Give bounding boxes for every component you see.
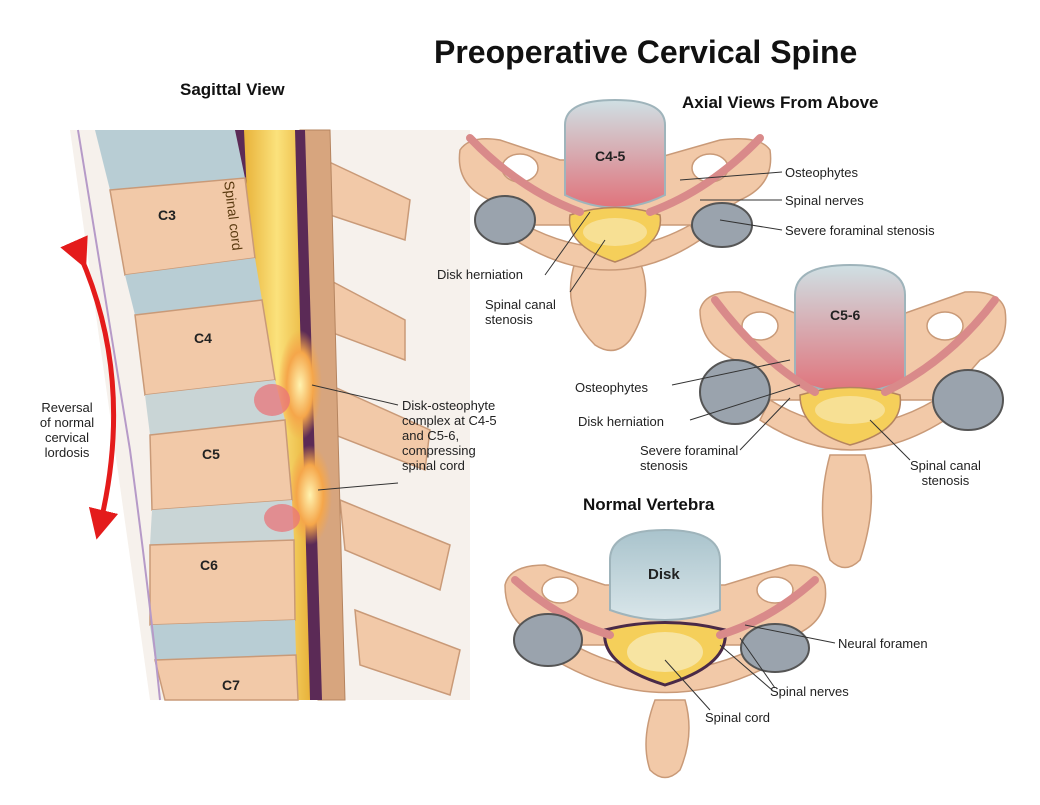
lordosis-line: lordosis [32, 445, 102, 460]
complex-line: complex at C4-5 [402, 413, 497, 428]
complex-line: and C5-6, [402, 428, 497, 443]
c45-herniation-label: Disk herniation [437, 267, 523, 282]
normal-disk-label: Disk [648, 566, 680, 583]
c56-herniation-label: Disk herniation [578, 414, 664, 429]
level-c45: C4-5 [595, 148, 625, 164]
c56-osteophytes-label: Osteophytes [575, 380, 648, 395]
lordosis-line: cervical [32, 430, 102, 445]
c45-spinal-nerves-label: Spinal nerves [785, 193, 864, 208]
complex-note: Disk-osteophyte complex at C4-5 and C5-6… [402, 398, 497, 473]
label-c3: C3 [158, 207, 176, 223]
c56-canal-line: stenosis [910, 473, 981, 488]
sagittal-heading: Sagittal View [180, 80, 285, 100]
complex-line: spinal cord [402, 458, 497, 473]
c56-canal-label: Spinal canal stenosis [910, 458, 981, 488]
c56-spinous-process [823, 455, 872, 568]
page-title: Preoperative Cervical Spine [434, 34, 857, 71]
c45-osteophytes-label: Osteophytes [785, 165, 858, 180]
c45-foraminal-label: Severe foraminal stenosis [785, 223, 935, 238]
lordosis-line: Reversal [32, 400, 102, 415]
c56-canal-line: Spinal canal [910, 458, 981, 473]
normal-heading: Normal Vertebra [583, 495, 714, 515]
normal-spinous-process [646, 700, 689, 778]
lordosis-note: Reversal of normal cervical lordosis [32, 400, 102, 460]
vertebra-c5-body [150, 420, 292, 510]
lordosis-line: of normal [32, 415, 102, 430]
normal-spinal-nerves-label: Spinal nerves [770, 684, 849, 699]
neural-foramen-label: Neural foramen [838, 636, 928, 651]
complex-line: Disk-osteophyte [402, 398, 497, 413]
label-c4: C4 [194, 330, 212, 346]
c45-canal-label: Spinal canal stenosis [485, 297, 556, 327]
c45-canal-line: Spinal canal [485, 297, 556, 312]
label-c5: C5 [202, 446, 220, 462]
level-c56: C5-6 [830, 307, 860, 323]
c56-disk [795, 265, 905, 393]
axial-heading: Axial Views From Above [682, 93, 879, 113]
compression-c56 [288, 445, 332, 545]
label-c7: C7 [222, 677, 240, 693]
c56-foraminal-label: Severe foraminal stenosis [640, 443, 738, 473]
vertebra-c4-body [135, 300, 275, 395]
c45-canal-line: stenosis [485, 312, 556, 327]
complex-line: compressing [402, 443, 497, 458]
normal-spinal-cord-label: Spinal cord [705, 710, 770, 725]
vertebra-c6-body [150, 540, 295, 625]
c56-foraminal-line: Severe foraminal [640, 443, 738, 458]
label-c6: C6 [200, 557, 218, 573]
c56-foraminal-line: stenosis [640, 458, 738, 473]
